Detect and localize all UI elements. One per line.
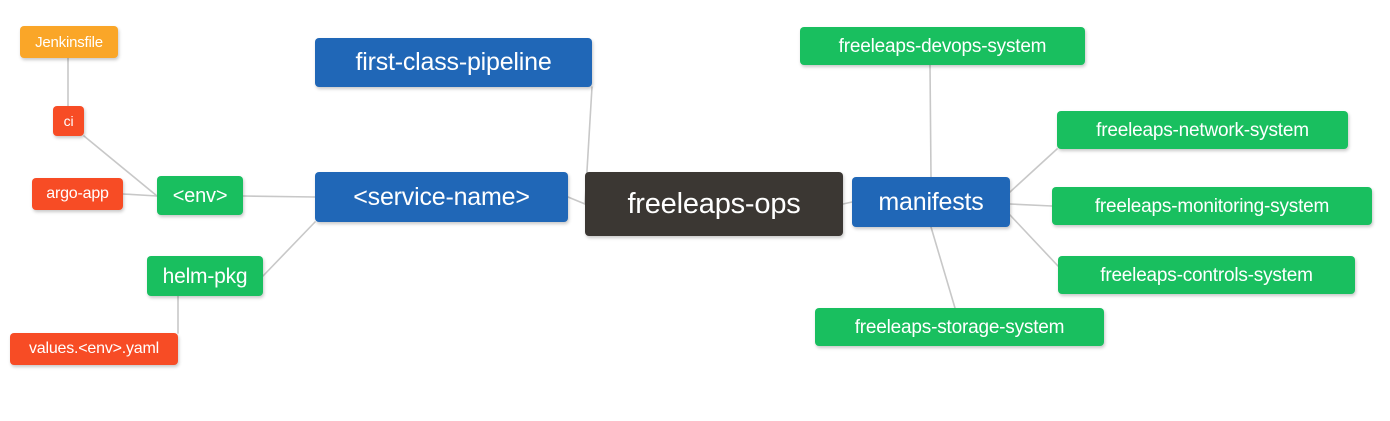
node-label: freeleaps-controls-system bbox=[1100, 264, 1313, 286]
node-label: helm-pkg bbox=[162, 264, 248, 288]
node-devops-system[interactable]: freeleaps-devops-system bbox=[800, 27, 1085, 65]
node-argo-app[interactable]: argo-app bbox=[32, 178, 123, 210]
node-helm-pkg[interactable]: helm-pkg bbox=[147, 256, 263, 296]
node-env[interactable]: <env> bbox=[157, 176, 243, 215]
node-root[interactable]: freeleaps-ops bbox=[585, 172, 843, 236]
edge-root-to-service-name bbox=[567, 196, 586, 205]
node-label: manifests bbox=[878, 187, 984, 216]
node-manifests[interactable]: manifests bbox=[852, 177, 1010, 227]
node-values-yaml[interactable]: values.<env>.yaml bbox=[10, 333, 178, 365]
node-first-class-pipeline[interactable]: first-class-pipeline bbox=[315, 38, 592, 87]
node-label: freeleaps-network-system bbox=[1096, 119, 1309, 141]
node-label: <service-name> bbox=[353, 182, 530, 211]
node-controls-system[interactable]: freeleaps-controls-system bbox=[1058, 256, 1355, 294]
node-label: first-class-pipeline bbox=[355, 48, 552, 76]
edge-manifests-to-storage-system bbox=[930, 226, 956, 309]
node-ci[interactable]: ci bbox=[53, 106, 84, 136]
node-label: freeleaps-ops bbox=[627, 187, 801, 220]
edge-manifests-to-devops-system bbox=[929, 64, 932, 178]
node-network-system[interactable]: freeleaps-network-system bbox=[1057, 111, 1348, 149]
node-service-name[interactable]: <service-name> bbox=[315, 172, 568, 222]
node-label: values.<env>.yaml bbox=[28, 340, 159, 357]
node-monitoring-system[interactable]: freeleaps-monitoring-system bbox=[1052, 187, 1372, 225]
edge-env-to-argo-app bbox=[122, 193, 158, 197]
edge-manifests-to-controls-system bbox=[1009, 214, 1059, 267]
node-label: <env> bbox=[172, 184, 228, 207]
node-label: freeleaps-monitoring-system bbox=[1094, 195, 1330, 217]
node-label: argo-app bbox=[46, 185, 109, 202]
edge-manifests-to-network-system bbox=[1009, 148, 1058, 193]
node-label: ci bbox=[63, 113, 74, 129]
edge-root-to-manifests bbox=[842, 201, 853, 205]
node-label: freeleaps-devops-system bbox=[838, 35, 1047, 57]
node-label: Jenkinsfile bbox=[35, 33, 103, 51]
edge-manifests-to-monitoring-system bbox=[1009, 203, 1053, 207]
node-storage-system[interactable]: freeleaps-storage-system bbox=[815, 308, 1104, 346]
edge-service-name-to-env bbox=[242, 195, 316, 198]
edge-service-name-to-helm-pkg bbox=[262, 221, 316, 277]
node-jenkinsfile[interactable]: Jenkinsfile bbox=[20, 26, 118, 58]
node-label: freeleaps-storage-system bbox=[854, 316, 1065, 338]
